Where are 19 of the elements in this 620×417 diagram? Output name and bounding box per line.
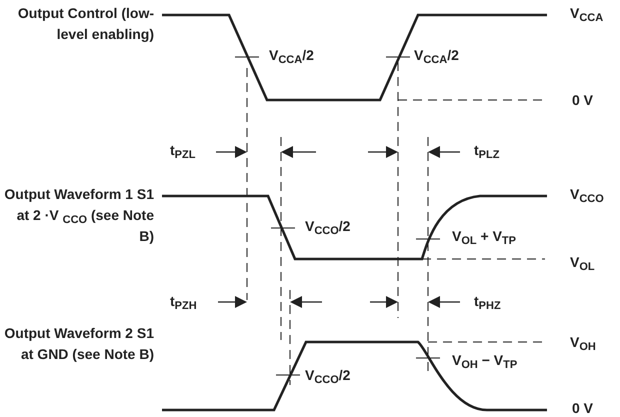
voltage-label: V$_{OL}$ bbox=[570, 254, 595, 270]
signal-name: Output Waveform 2 S1 at GND (see Note B) bbox=[4, 324, 154, 364]
voltage-label: V$_{CCO}$ bbox=[570, 186, 604, 202]
voltage-label: V$_{OH}$ − V$_{TP}$ bbox=[452, 352, 518, 368]
voltage-label: V$_{CCA}$ bbox=[570, 5, 604, 21]
voltage-label: V$_{OH}$ bbox=[570, 334, 596, 350]
signal-name: Output Control (low-level enabling) bbox=[16, 4, 154, 44]
voltage-label: V$_{CCA}$/2 bbox=[414, 47, 459, 63]
signal-name: Output Waveform 1 S1 at 2 ·V $_{CCO}$ (see Note B) bbox=[4, 185, 154, 246]
voltage-label: t$_{PZL}$ bbox=[170, 142, 196, 158]
voltage-label: 0 V bbox=[572, 92, 594, 108]
voltage-label: t$_{PZH}$ bbox=[170, 293, 197, 309]
voltage-label: t$_{PLZ}$ bbox=[474, 142, 500, 158]
voltage-label: V$_{OL}$ + V$_{TP}$ bbox=[452, 228, 516, 244]
voltage-label: V$_{CCO}$/2 bbox=[305, 367, 350, 383]
voltage-label: 0 V bbox=[572, 400, 594, 416]
voltage-label: V$_{CCA}$/2 bbox=[269, 47, 314, 63]
voltage-label: t$_{PHZ}$ bbox=[474, 293, 501, 309]
voltage-label: V$_{CCO}$/2 bbox=[305, 218, 350, 234]
